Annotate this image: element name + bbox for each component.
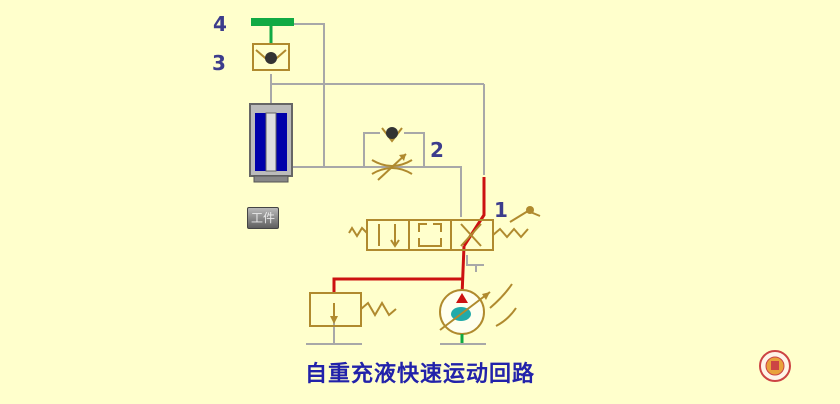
directional-valve [348, 219, 529, 251]
label-1: 1 [494, 198, 508, 222]
relief-valve-icon [306, 292, 397, 345]
label-3: 3 [212, 51, 226, 75]
check-valve-icon [252, 43, 290, 71]
lever-icon [509, 206, 541, 223]
page-title: 自重充液快速运动回路 [304, 362, 535, 387]
label-4: 4 [213, 12, 227, 36]
hydraulic-cylinder [249, 103, 293, 183]
pump-icon [439, 283, 517, 345]
throttle-valve-icon [371, 127, 413, 181]
seal-logo-icon [759, 350, 791, 382]
label-2: 2 [430, 138, 444, 162]
rod-top [251, 18, 294, 44]
workpiece: 工件 [247, 207, 279, 229]
